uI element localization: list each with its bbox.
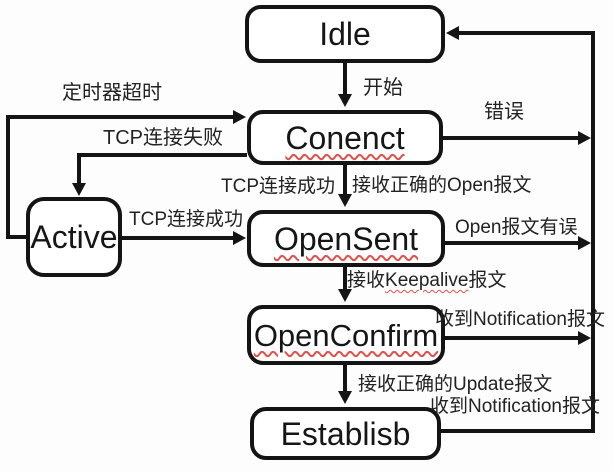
arrow-openconfirm-notification-head (578, 331, 591, 345)
arrow-openconfirm-to-established-shaft (343, 365, 347, 392)
arrow-openconfirm-to-established-head (338, 391, 352, 404)
state-idle-label: Idle (319, 16, 371, 52)
label-notification-from-established: 收到Notification报文 (430, 396, 600, 417)
arrow-openconfirm-notification-shaft (445, 336, 580, 340)
state-opensent: OpenSent (247, 210, 445, 267)
state-active: Active (26, 197, 122, 277)
label-timer-timeout: 定时器超时 (62, 82, 162, 104)
label-receive-keepalive-prefix: 接收 (347, 270, 386, 291)
state-idle: Idle (245, 5, 445, 63)
label-receive-keepalive-word: Keepalive (385, 270, 469, 291)
left-rail-vertical (6, 115, 10, 239)
arrow-connect-error-head (578, 131, 591, 145)
state-active-label: Active (30, 219, 118, 255)
arrow-opensent-to-openconfirm-head (338, 289, 352, 302)
arrow-rail-to-idle-head (446, 26, 459, 40)
arrow-connect-to-opensent-head (338, 194, 352, 207)
arrow-connect-to-opensent-shaft (343, 165, 347, 195)
label-receive-correct-update: 接收正确的Update报文 (358, 374, 553, 395)
arrow-tcp-fail-horizontal (77, 153, 247, 157)
label-receive-keepalive-suffix: 报文 (468, 270, 507, 291)
arrow-timer-timeout-shaft (6, 115, 235, 119)
label-tcp-connect-fail: TCP连接失败 (103, 127, 223, 149)
arrow-opensent-error-shaft (445, 241, 580, 245)
label-tcp-connect-success-top: TCP连接成功 (221, 176, 336, 197)
label-error: 错误 (484, 101, 524, 123)
arrow-active-to-opensent-head (233, 231, 246, 245)
label-receive-correct-open: 接收正确的Open报文 (352, 175, 532, 196)
state-established: Establisb (250, 407, 441, 460)
state-connect: Conenct (247, 110, 443, 165)
arrow-connect-error-shaft (443, 136, 580, 140)
state-openconfirm-label: OpenConfirm (253, 317, 439, 353)
arrow-timer-timeout-head (233, 110, 246, 124)
arrow-tcp-fail-head (72, 183, 86, 196)
state-connect-label: Conenct (285, 119, 405, 156)
arrow-tcp-fail-vertical (77, 153, 81, 185)
arrow-idle-to-connect-shaft (343, 63, 347, 96)
arrow-rail-to-idle-shaft (459, 31, 593, 35)
right-return-rail (591, 31, 595, 433)
label-notification-from-openconfirm: 收到Notification报文 (435, 309, 605, 330)
label-open-packet-error: Open报文有误 (455, 217, 578, 238)
arrow-opensent-to-openconfirm-shaft (343, 267, 347, 290)
state-openconfirm: OpenConfirm (247, 305, 445, 365)
left-rail-to-active (6, 235, 28, 239)
arrow-opensent-error-head (578, 236, 591, 250)
label-start: 开始 (363, 77, 403, 99)
state-opensent-label: OpenSent (273, 220, 419, 257)
arrow-established-notification-shaft (441, 429, 595, 433)
label-tcp-connect-success-left: TCP连接成功 (129, 209, 244, 230)
arrow-idle-to-connect-head (338, 94, 352, 107)
state-established-label: Establisb (280, 415, 411, 452)
arrow-active-to-opensent-shaft (122, 236, 235, 240)
label-receive-keepalive: 接收Keepalive报文 (347, 270, 507, 292)
